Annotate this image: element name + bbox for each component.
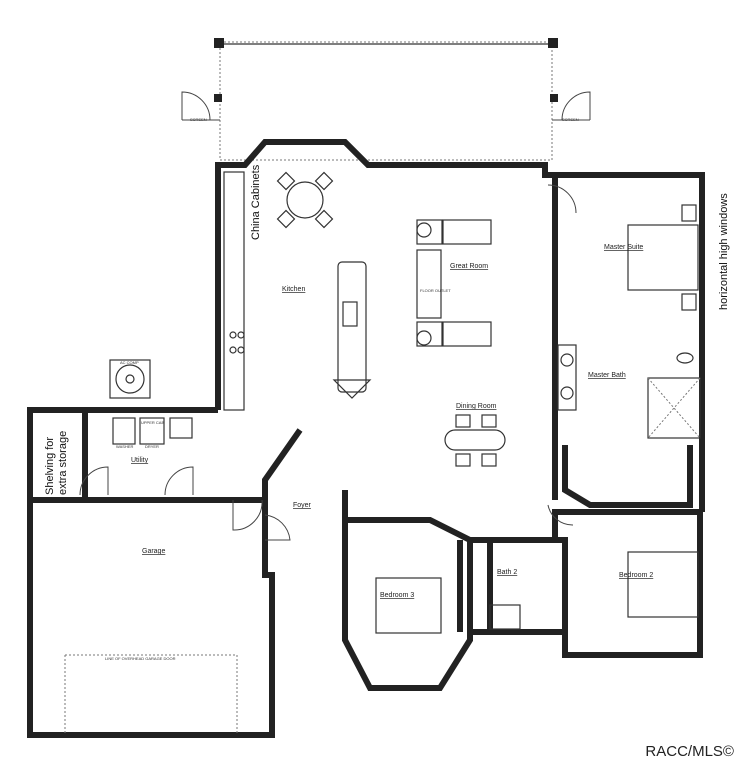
beds bbox=[375, 204, 699, 634]
shelving-label-2: extra storage bbox=[57, 431, 69, 495]
dinette-table bbox=[276, 171, 334, 229]
screen-porch bbox=[181, 38, 591, 161]
foyer-label: Foyer bbox=[293, 502, 312, 509]
master-bath-fixtures bbox=[557, 344, 701, 439]
dining-table bbox=[444, 414, 506, 467]
watermark: RACC/MLS© bbox=[645, 743, 734, 760]
garage-door-label: LINE OF OVERHEAD GARAGE DOOR bbox=[105, 656, 176, 661]
screen-label-left: SCREEN bbox=[190, 117, 207, 122]
upper-cab-label: UPPER CAB bbox=[141, 420, 164, 425]
kitchen-cabinets bbox=[223, 171, 372, 411]
floor-outlet-label: FLOOR OUTLET bbox=[420, 288, 451, 293]
utility-label: Utility bbox=[131, 457, 149, 464]
exterior-walls bbox=[27, 139, 705, 738]
washer-label: WASHER bbox=[116, 444, 134, 449]
screen-label-right: SCREEN bbox=[562, 117, 579, 122]
china-cabinets-label: China Cabinets bbox=[250, 164, 262, 240]
great-room-label: Great Room bbox=[450, 263, 488, 270]
high-windows-label: horizontal high windows bbox=[718, 193, 730, 310]
master-suite-label: Master Suite bbox=[604, 244, 643, 251]
dryer-label: DRYER bbox=[145, 444, 159, 449]
doors bbox=[64, 184, 577, 735]
bedroom-2-label: Bedroom 2 bbox=[619, 572, 653, 579]
kitchen-label: Kitchen bbox=[282, 286, 305, 293]
utility-fixtures bbox=[109, 359, 193, 445]
ac-comp-label: AC COMP bbox=[120, 360, 139, 365]
master-bath-label: Master Bath bbox=[588, 372, 626, 379]
dining-room-label: Dining Room bbox=[456, 403, 497, 410]
bedroom-3-label: Bedroom 3 bbox=[380, 592, 414, 599]
great-room-furniture bbox=[416, 219, 492, 347]
garage-label: Garage bbox=[142, 548, 165, 555]
shelving-label-1: Shelving for bbox=[44, 437, 56, 495]
bath-2-label: Bath 2 bbox=[497, 569, 517, 576]
